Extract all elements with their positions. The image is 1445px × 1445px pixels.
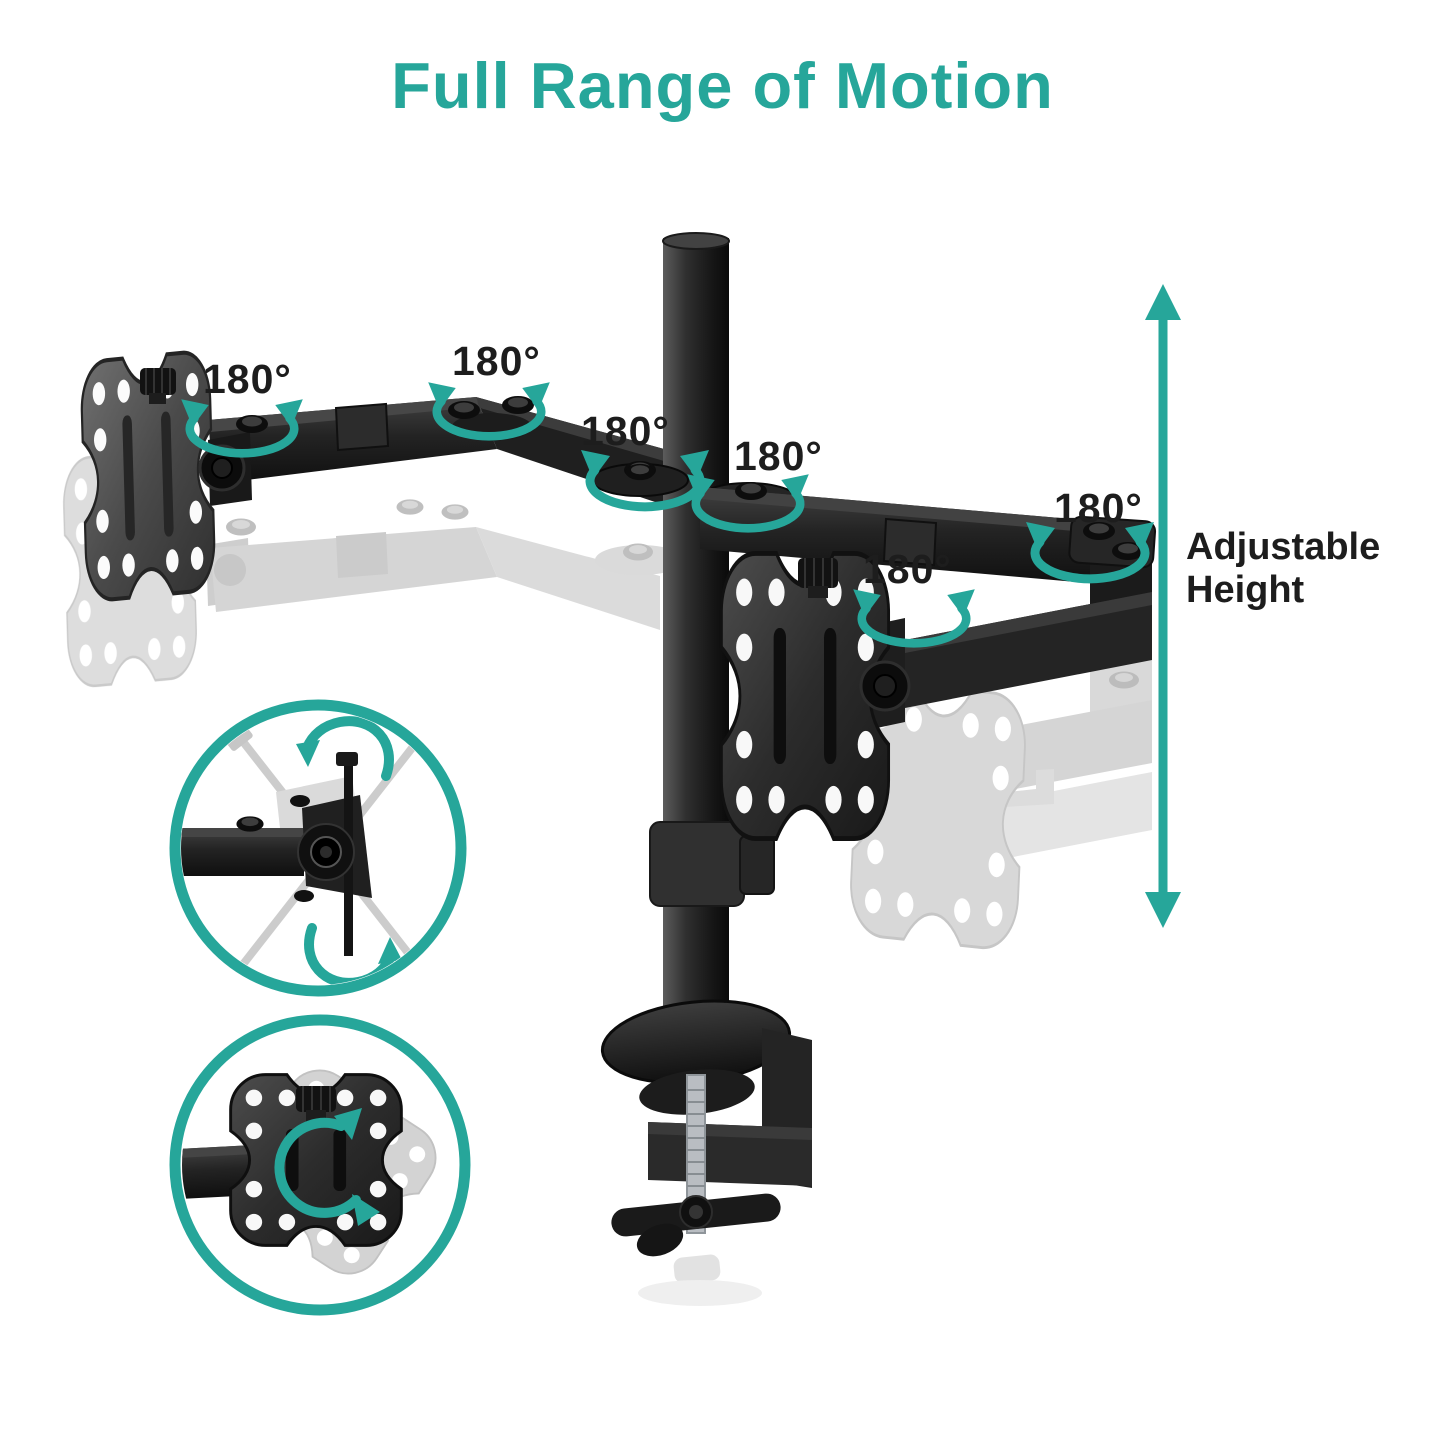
pole — [649, 232, 775, 1012]
pole-collar — [649, 821, 745, 907]
height-double-arrow-icon — [1145, 284, 1181, 928]
tilt-detail-inset — [169, 699, 467, 997]
clamp-knob — [611, 1193, 781, 1257]
rotation-label-1: 180° — [203, 356, 292, 402]
rotation-label-2: 180° — [452, 338, 541, 384]
inset-ring — [169, 699, 467, 997]
desk-clamp — [600, 999, 812, 1306]
ghost-right-assembly — [847, 653, 1152, 953]
rotation-label-4: 180° — [734, 433, 823, 479]
right-arm — [697, 482, 1157, 708]
rotation-label-3: 180° — [581, 408, 670, 454]
right-vesa-plate — [721, 553, 911, 838]
adjustable-height-label: Adjustable Height — [1186, 526, 1381, 611]
rotation-detail-inset — [169, 1014, 471, 1316]
left-arm — [208, 396, 664, 505]
left-thumbscrew — [140, 368, 176, 404]
ghost-left-assembly — [61, 446, 685, 690]
rotation-label-6: 180° — [1054, 485, 1143, 531]
page-title: Full Range of Motion — [391, 49, 1054, 122]
right-forearm — [905, 592, 1152, 708]
rotation-label-5: 180° — [863, 546, 952, 592]
cable-clip — [334, 402, 390, 452]
inset-ring — [169, 1014, 471, 1316]
right-thumbscrew — [798, 558, 838, 598]
rotate-arrow-icon — [274, 1108, 380, 1226]
clamp-reflection — [638, 1254, 762, 1306]
cable-clip — [882, 517, 938, 567]
